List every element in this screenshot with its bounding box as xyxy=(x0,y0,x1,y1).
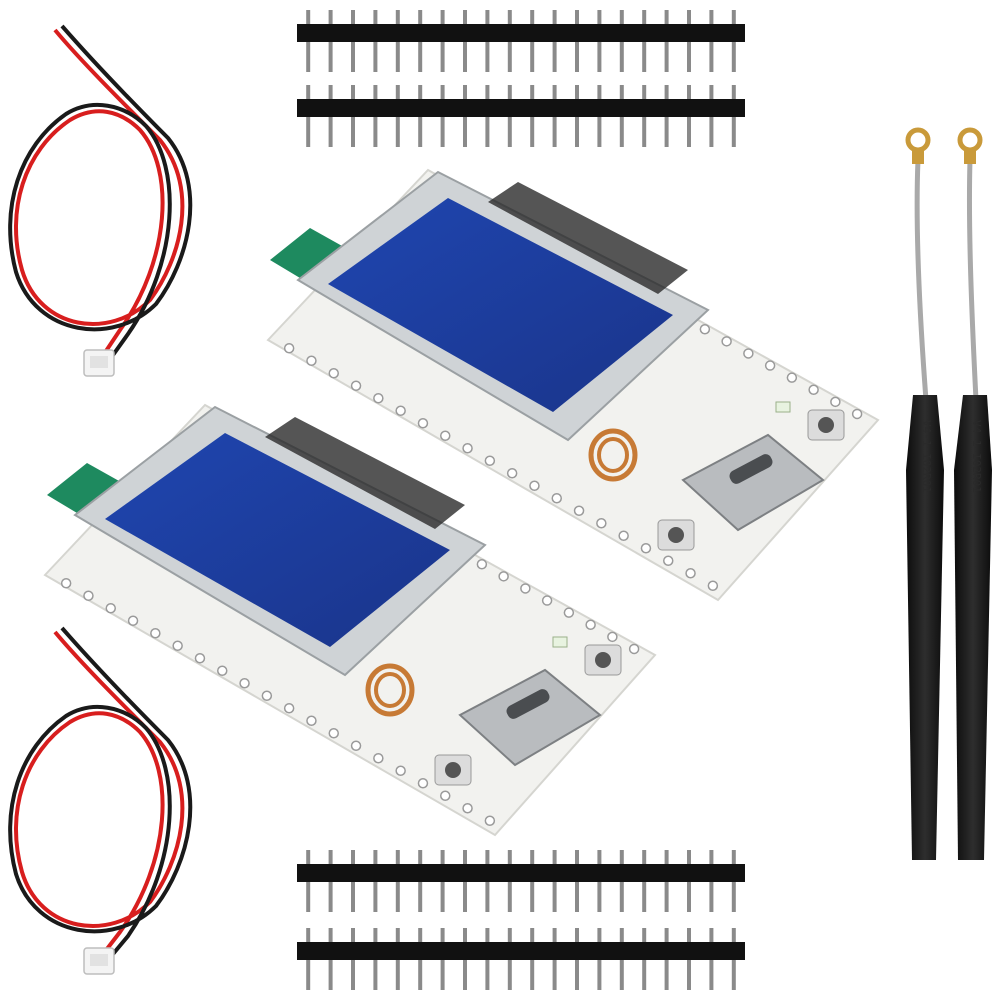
pin-hole xyxy=(350,740,362,751)
pin-hole xyxy=(830,396,841,408)
usb-c-port xyxy=(681,433,825,532)
button-reset xyxy=(657,519,695,551)
dev-board-front xyxy=(43,403,657,837)
antenna-left: V4-1 I02R01 xyxy=(905,127,944,860)
pin-hole xyxy=(217,665,228,676)
copper-coil xyxy=(365,663,415,717)
pin-hole xyxy=(618,530,629,541)
pin-hole xyxy=(743,348,754,359)
pin-holes xyxy=(60,578,496,826)
antenna-label-left: V4-1 I02R01 xyxy=(920,420,933,493)
battery-cable-bottom xyxy=(8,626,193,975)
oled-display xyxy=(73,405,487,677)
pin-hole xyxy=(663,555,674,566)
pin-hole xyxy=(440,430,451,441)
pin-hole xyxy=(127,615,139,626)
pin-hole xyxy=(328,368,339,379)
pin-hole xyxy=(786,372,798,383)
pin-hole xyxy=(520,583,531,594)
pin-hole xyxy=(60,578,72,589)
pin-hole xyxy=(596,518,607,529)
pin-hole xyxy=(541,595,553,606)
pin-hole xyxy=(506,468,518,479)
pin-hole xyxy=(440,790,451,801)
pin-hole xyxy=(721,336,732,347)
pin-hole xyxy=(707,580,719,591)
antenna-right: V4-1 I02R01 xyxy=(954,127,992,860)
pin-hole xyxy=(498,571,509,582)
pin-header-top-2 xyxy=(297,85,745,147)
pin-hole xyxy=(551,493,562,504)
pin-hole xyxy=(395,405,406,416)
header-plastic-bar xyxy=(297,864,745,882)
pin-hole xyxy=(261,690,273,701)
pin-hole xyxy=(764,360,776,371)
battery-cable-top xyxy=(8,24,193,377)
header-plastic-bar xyxy=(297,24,745,42)
led xyxy=(775,401,791,413)
pin-hole xyxy=(607,631,618,643)
usb-c-port xyxy=(458,668,602,767)
pin-hole xyxy=(462,803,473,814)
led xyxy=(552,636,568,648)
pin-hole xyxy=(808,384,819,395)
pin-hole xyxy=(585,619,596,630)
pin-hole xyxy=(640,543,652,554)
pin-hole xyxy=(685,568,696,579)
pin-hole xyxy=(283,343,295,354)
pin-header-top-1 xyxy=(297,10,745,72)
pin-hole xyxy=(484,455,496,466)
copper-coil xyxy=(588,428,638,482)
pin-hole xyxy=(328,728,339,739)
antenna-label-right: V4-1 I02R01 xyxy=(970,420,983,493)
pin-hole xyxy=(529,480,540,491)
pin-hole xyxy=(306,355,317,366)
pin-hole xyxy=(395,765,406,776)
pin-hole xyxy=(172,640,183,651)
pin-hole xyxy=(563,607,575,618)
pin-hole xyxy=(476,559,488,570)
header-plastic-bar xyxy=(297,99,745,117)
pin-hole xyxy=(462,443,473,454)
pin-hole xyxy=(150,628,161,639)
pin-hole xyxy=(239,678,250,689)
pin-hole xyxy=(373,753,384,764)
pin-hole xyxy=(417,778,429,789)
button-prg xyxy=(584,644,622,676)
pin-hole xyxy=(373,393,384,404)
pin-header-bottom-2 xyxy=(297,928,745,990)
button-prg xyxy=(807,409,845,441)
pin-hole xyxy=(83,590,94,601)
pin-hole xyxy=(573,505,585,516)
pin-header-bottom-1 xyxy=(297,850,745,912)
pin-hole xyxy=(194,653,206,664)
dev-board-back xyxy=(266,168,880,602)
pin-holes xyxy=(283,343,719,591)
pin-hole xyxy=(306,715,317,726)
header-plastic-bar xyxy=(297,942,745,960)
pin-hole xyxy=(699,324,711,335)
pin-hole xyxy=(105,603,116,614)
button-reset xyxy=(434,754,472,786)
pin-hole xyxy=(484,815,496,826)
pin-hole xyxy=(628,643,640,655)
pin-hole xyxy=(283,703,295,714)
pin-hole xyxy=(851,408,863,420)
pin-hole xyxy=(350,380,362,391)
oled-display xyxy=(296,170,710,442)
pin-hole xyxy=(417,418,429,429)
